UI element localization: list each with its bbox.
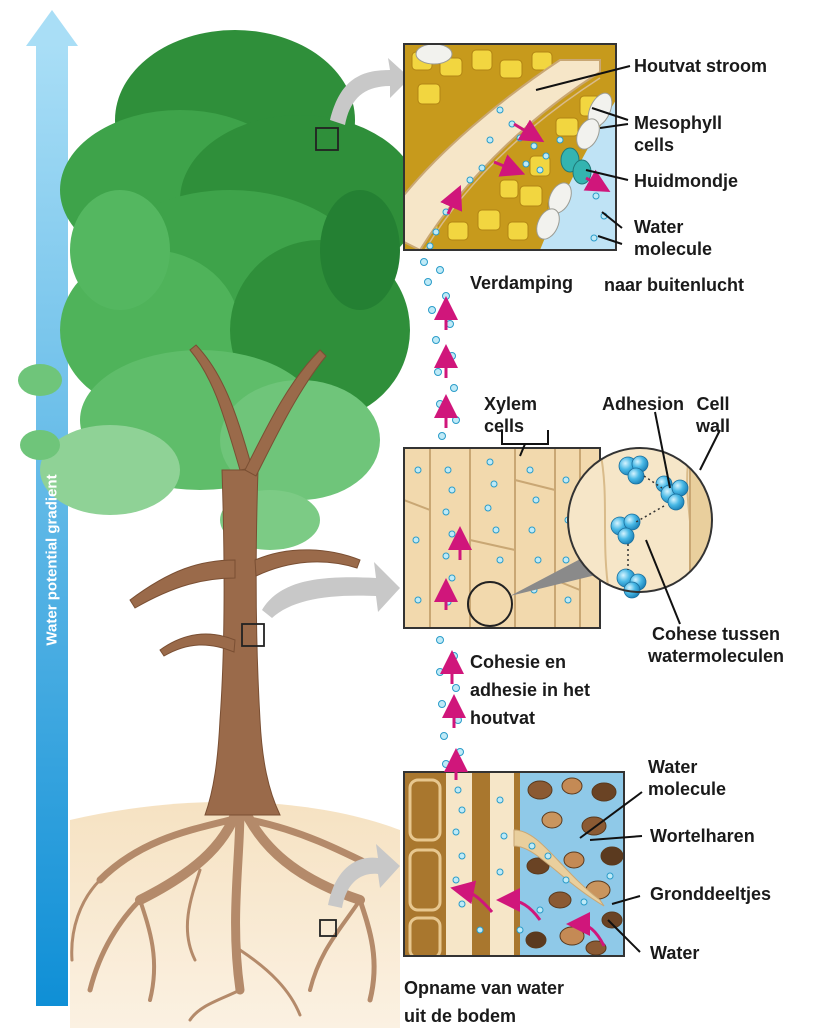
label-cell-wall: Cell wall	[696, 393, 730, 437]
label-stoma: Huidmondje	[634, 170, 738, 192]
label-xylem-stream: Houtvat stroom	[634, 55, 767, 77]
label-water: Water	[650, 942, 699, 964]
leaf-cross-section-panel	[400, 44, 617, 250]
label-mesophyll-cells: Mesophyll cells	[634, 112, 722, 156]
label-root-hairs: Wortelharen	[650, 825, 755, 847]
root-soil-panel	[404, 772, 630, 958]
label-adhesion: Adhesion	[602, 393, 684, 415]
tree-foliage	[18, 30, 420, 550]
label-root-water-molecule: Water molecule	[648, 756, 726, 800]
caption-water-uptake: Opname van water uit de bodem	[404, 974, 564, 1028]
caption-to-outside-air: naar buitenlucht	[604, 274, 744, 296]
label-cohesion-between-molecules: Cohese tussen watermoleculen	[648, 623, 784, 667]
label-leaf-water-molecule: Water molecule	[634, 216, 712, 260]
label-xylem-cells: Xylem cells	[484, 393, 537, 437]
caption-evaporation: Verdamping	[470, 272, 573, 294]
label-soil-particles: Gronddeeltjes	[650, 883, 771, 905]
gradient-label: Water potential gradient	[44, 474, 61, 645]
caption-cohesion-adhesion: Cohesie en adhesie in het houtvat	[470, 648, 590, 732]
